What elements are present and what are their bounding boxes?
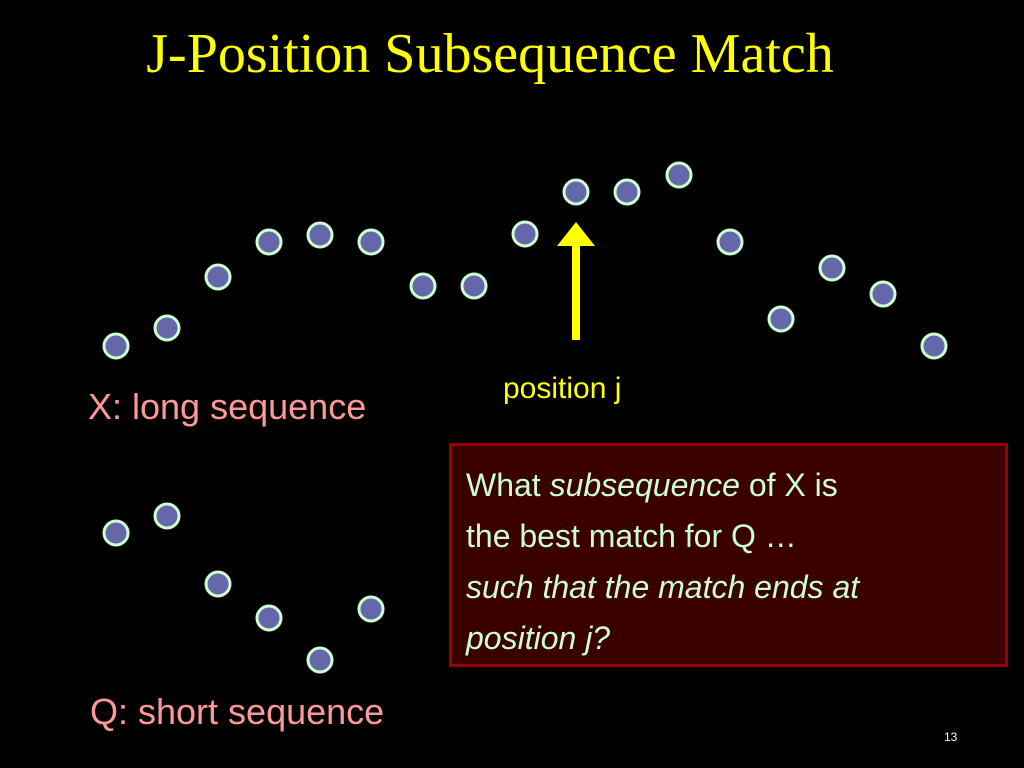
q-sequence: [102, 502, 385, 674]
x-point: [716, 228, 744, 256]
x-point: [869, 280, 897, 308]
x-point: [818, 254, 846, 282]
x-sequence-label: X: long sequence: [88, 386, 367, 427]
q-point: [102, 519, 130, 547]
position-j-label: position j: [503, 372, 622, 405]
x-point: [511, 220, 539, 248]
q-point: [255, 604, 283, 632]
question-line-1: What subsequence of X is: [466, 460, 995, 511]
q-point: [357, 595, 385, 623]
question-line-3: such that the match ends at: [466, 569, 860, 605]
q-point: [153, 502, 181, 530]
x-point: [562, 178, 590, 206]
x-point: [102, 332, 130, 360]
x-point: [409, 272, 437, 300]
q-sequence-label: Q: short sequence: [90, 691, 385, 732]
x-point: [920, 332, 948, 360]
arrow-shaft: [572, 240, 580, 340]
arrow-head: [557, 222, 595, 246]
x-point: [357, 228, 385, 256]
x-sequence: [102, 161, 948, 360]
question-line-4: position j?: [466, 620, 611, 656]
question-text: What: [466, 467, 550, 503]
q-point: [306, 646, 334, 674]
x-point: [665, 161, 693, 189]
slide-title: J-Position Subsequence Match: [146, 23, 834, 85]
question-text: of X is: [739, 467, 838, 503]
page-number: 13: [944, 730, 958, 744]
x-point: [767, 305, 795, 333]
x-point: [204, 263, 232, 291]
x-point: [613, 178, 641, 206]
q-point: [204, 570, 232, 598]
question-box: What subsequence of X is the best match …: [449, 443, 1008, 667]
x-point: [153, 314, 181, 342]
question-line-2: the best match for Q …: [466, 518, 797, 554]
x-point: [306, 221, 334, 249]
position-arrow: [557, 222, 595, 340]
x-point: [255, 228, 283, 256]
question-emphasis: subsequence: [549, 467, 740, 503]
x-point: [460, 272, 488, 300]
